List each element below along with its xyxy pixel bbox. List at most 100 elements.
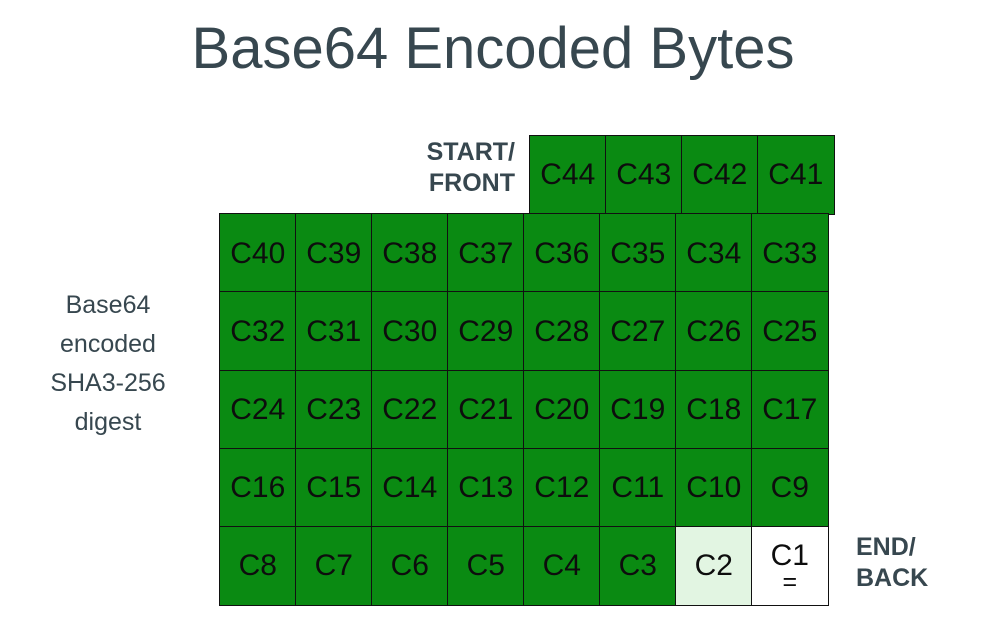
cell-label: C17 xyxy=(762,392,818,426)
grid-spacer xyxy=(374,135,452,215)
grid-cell-c17[interactable]: C17 xyxy=(751,369,829,450)
grid-cell-c33[interactable]: C33 xyxy=(751,213,829,293)
grid-cell-c31[interactable]: C31 xyxy=(295,291,373,372)
left-axis-label: Base64 encoded SHA3-256 digest xyxy=(50,291,166,436)
end-back-label: END/ BACK xyxy=(856,533,929,592)
grid-cell-c3[interactable]: C3 xyxy=(599,525,677,606)
cell-label: C42 xyxy=(692,158,748,192)
grid-row: C16 C15 C14 C13 C12 C11 C10 C9 xyxy=(219,447,839,528)
cell-label: C6 xyxy=(390,549,429,583)
grid-row: C8 C7 C6 C5 C4 C3 C2 C1= xyxy=(219,525,839,606)
grid-spacer xyxy=(297,135,375,215)
grid-row: C44 C43 C42 C41 xyxy=(219,135,839,215)
cell-label: C8 xyxy=(238,549,277,583)
grid-cell-c27[interactable]: C27 xyxy=(599,291,677,372)
grid-cell-c44[interactable]: C44 xyxy=(529,135,607,215)
cell-label: C2 xyxy=(694,549,733,583)
grid-cell-c30[interactable]: C30 xyxy=(371,291,449,372)
page-title: Base64 Encoded Bytes xyxy=(191,16,795,81)
grid-cell-c41[interactable]: C41 xyxy=(757,135,835,215)
cell-label: C12 xyxy=(534,471,590,505)
cell-label: C15 xyxy=(306,471,362,505)
grid-cell-c43[interactable]: C43 xyxy=(605,135,683,215)
cell-label: C25 xyxy=(762,314,818,348)
cell-label: C5 xyxy=(466,549,505,583)
grid-row: C24 C23 C22 C21 C20 C19 C18 C17 xyxy=(219,369,839,450)
cell-label: C24 xyxy=(230,392,286,426)
cell-label: C36 xyxy=(534,236,590,270)
grid-cell-c32[interactable]: C32 xyxy=(219,291,297,372)
grid-cell-c28[interactable]: C28 xyxy=(523,291,601,372)
grid-cell-c7[interactable]: C7 xyxy=(295,525,373,606)
grid-cell-c9[interactable]: C9 xyxy=(751,447,829,528)
cell-label: C32 xyxy=(230,314,286,348)
grid-cell-c1[interactable]: C1= xyxy=(751,525,829,606)
cell-label: C14 xyxy=(382,471,438,505)
cell-label: C35 xyxy=(610,236,666,270)
cell-label: C20 xyxy=(534,392,590,426)
grid-cell-c10[interactable]: C10 xyxy=(675,447,753,528)
cell-label: C40 xyxy=(230,236,286,270)
grid-cell-c11[interactable]: C11 xyxy=(599,447,677,528)
grid-cell-c12[interactable]: C12 xyxy=(523,447,601,528)
cell-label: C27 xyxy=(610,314,666,348)
grid-cell-c5[interactable]: C5 xyxy=(447,525,525,606)
padding-char: = xyxy=(782,568,798,597)
grid-spacer xyxy=(452,135,530,215)
cell-label: C19 xyxy=(610,392,666,426)
cell-label: C22 xyxy=(382,392,438,426)
grid-cell-c35[interactable]: C35 xyxy=(599,213,677,293)
cell-label: C41 xyxy=(768,158,824,192)
cell-label: C3 xyxy=(618,549,657,583)
cell-label: C16 xyxy=(230,471,286,505)
grid-cell-c2[interactable]: C2 xyxy=(675,525,753,606)
grid-cell-c23[interactable]: C23 xyxy=(295,369,373,450)
cell-label: C33 xyxy=(762,236,818,270)
grid-cell-c15[interactable]: C15 xyxy=(295,447,373,528)
cell-label: C37 xyxy=(458,236,514,270)
grid-cell-c6[interactable]: C6 xyxy=(371,525,449,606)
cell-label: C10 xyxy=(686,471,742,505)
cell-label: C29 xyxy=(458,314,514,348)
grid-cell-c38[interactable]: C38 xyxy=(371,213,449,293)
grid-cell-c25[interactable]: C25 xyxy=(751,291,829,372)
grid-cell-c36[interactable]: C36 xyxy=(523,213,601,293)
cell-label: C28 xyxy=(534,314,590,348)
cell-label: C11 xyxy=(611,471,665,505)
grid-cell-c39[interactable]: C39 xyxy=(295,213,373,293)
start-front-label: START/ FRONT xyxy=(426,138,515,197)
cell-label: C43 xyxy=(616,158,672,192)
cell-label: C30 xyxy=(382,314,438,348)
grid-cell-c22[interactable]: C22 xyxy=(371,369,449,450)
cell-label: C21 xyxy=(458,392,514,426)
cell-label: C13 xyxy=(458,471,514,505)
grid-cell-c16[interactable]: C16 xyxy=(219,447,297,528)
grid-cell-c26[interactable]: C26 xyxy=(675,291,753,372)
grid-cell-c13[interactable]: C13 xyxy=(447,447,525,528)
cell-label: C31 xyxy=(306,314,362,348)
grid-cell-c19[interactable]: C19 xyxy=(599,369,677,450)
cell-label: C39 xyxy=(306,236,362,270)
grid-row: C40 C39 C38 C37 C36 C35 C34 C33 xyxy=(219,213,839,293)
cell-label: C26 xyxy=(686,314,742,348)
cell-label: C34 xyxy=(686,236,742,270)
grid-cell-c40[interactable]: C40 xyxy=(219,213,297,293)
grid-cell-c29[interactable]: C29 xyxy=(447,291,525,372)
grid-cell-c20[interactable]: C20 xyxy=(523,369,601,450)
grid-cell-c14[interactable]: C14 xyxy=(371,447,449,528)
grid-cell-c37[interactable]: C37 xyxy=(447,213,525,293)
cell-label: C1 xyxy=(770,539,809,573)
cell-label: C4 xyxy=(542,549,581,583)
grid-cell-c4[interactable]: C4 xyxy=(523,525,601,606)
cell-label: C44 xyxy=(540,158,596,192)
grid-spacer xyxy=(219,135,297,215)
grid-cell-c34[interactable]: C34 xyxy=(675,213,753,293)
grid-cell-c24[interactable]: C24 xyxy=(219,369,297,450)
cell-label: C38 xyxy=(382,236,438,270)
grid-cell-c18[interactable]: C18 xyxy=(675,369,753,450)
grid-cell-c21[interactable]: C21 xyxy=(447,369,525,450)
grid-cell-c8[interactable]: C8 xyxy=(219,525,297,606)
grid-row: C32 C31 C30 C29 C28 C27 C26 C25 xyxy=(219,291,839,372)
grid-cell-c42[interactable]: C42 xyxy=(681,135,759,215)
